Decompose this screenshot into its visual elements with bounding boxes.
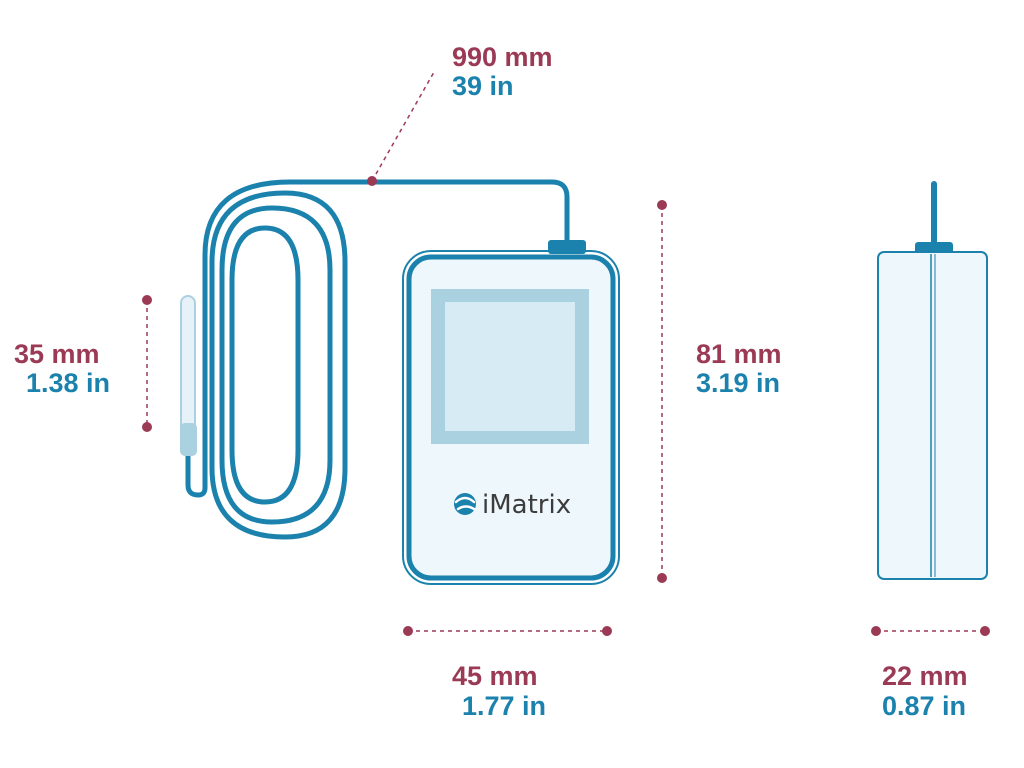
side-body (877, 251, 988, 580)
dimension-endpoints (142, 176, 990, 636)
imatrix-swirl-logo-icon (454, 493, 476, 515)
cable-loop-middle (219, 205, 333, 525)
cable-loop-inner (229, 225, 301, 505)
device-depth-metric: 22 mm (882, 661, 968, 691)
probe-tip (180, 423, 197, 456)
cable-leader-line (371, 71, 435, 182)
device-width-metric: 45 mm (452, 661, 538, 691)
dimension-lines (146, 71, 985, 632)
device-depth-imperial: 0.87 in (882, 691, 967, 721)
coiled-cable (185, 179, 570, 540)
cable-loop-outer (209, 190, 348, 540)
cable-length-imperial: 39 in (452, 71, 514, 101)
brand-name: iMatrix (482, 490, 572, 520)
device-outer-outline (402, 250, 620, 585)
cable-to-probe (185, 452, 208, 498)
probe-body (180, 295, 196, 437)
device-width-imperial: 1.77 in (462, 691, 547, 721)
device-side-view (877, 181, 988, 580)
cable-to-device (202, 179, 570, 458)
device-front-view (402, 240, 620, 585)
device-height-imperial: 3.19 in (696, 368, 781, 398)
device-height-metric: 81 mm (696, 339, 782, 369)
temperature-probe (180, 295, 197, 456)
probe-length-imperial: 1.38 in (26, 368, 111, 398)
probe-length-metric: 35 mm (14, 339, 100, 369)
display-screen (445, 302, 575, 431)
cable-length-metric: 990 mm (452, 42, 553, 72)
